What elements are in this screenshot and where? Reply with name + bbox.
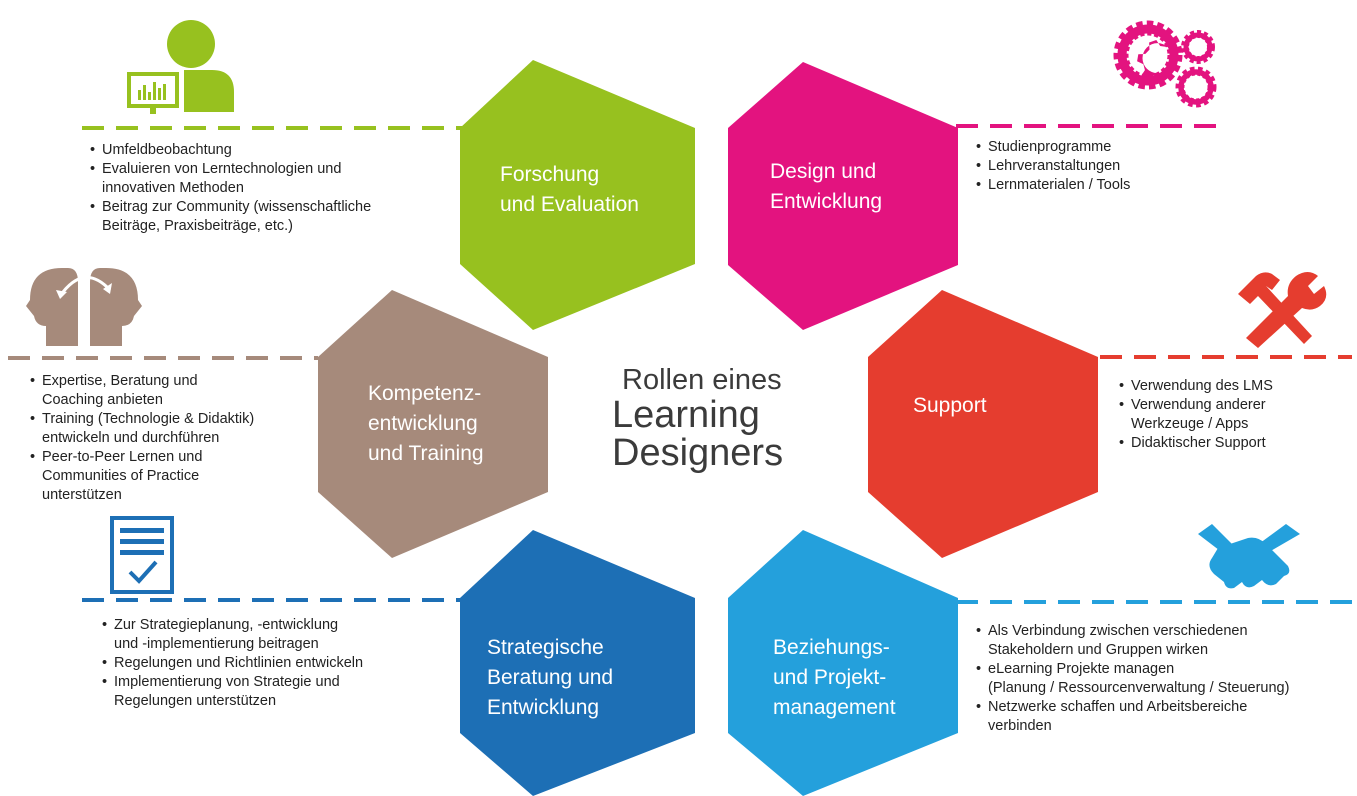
competence-list: Expertise, Beratung und Coaching anbiete…	[30, 372, 310, 505]
strategy-hexagon	[460, 530, 695, 796]
relations-hexagon	[728, 530, 958, 796]
list-item: eLearning Projekte managen (Planung / Re…	[976, 660, 1354, 698]
list-item: Studienprogramme	[976, 138, 1226, 157]
list-item: Als Verbindung zwischen verschiedenen St…	[976, 622, 1354, 660]
list-item: Verwendung anderer Werkzeuge / Apps	[1119, 396, 1349, 434]
competence-hex-label: Kompetenz- entwicklung und Training	[368, 382, 484, 465]
research-hex-label: Forschung und Evaluation	[500, 163, 639, 216]
design-hex-label: Design und Entwicklung	[770, 160, 883, 213]
relations-list: Als Verbindung zwischen verschiedenen St…	[976, 622, 1354, 736]
design-list: Studienprogramme Lehrveranstaltungen Ler…	[976, 138, 1226, 195]
list-item: Implementierung von Strategie und Regelu…	[102, 673, 457, 711]
gears-icon	[1113, 20, 1217, 108]
relations-hex-label: Beziehungs- und Projekt- management	[773, 636, 896, 719]
list-item: Expertise, Beratung und Coaching anbiete…	[30, 372, 310, 410]
list-item: Didaktischer Support	[1119, 434, 1349, 453]
person-with-chart-icon	[122, 20, 234, 114]
center-title-line1: Rollen eines	[622, 364, 782, 396]
competence-hexagon	[318, 290, 548, 558]
list-item: Lernmaterialen / Tools	[976, 176, 1226, 195]
list-item: Netzwerke schaffen und Arbeitsbereiche v…	[976, 698, 1354, 736]
list-item: Regelungen und Richtlinien entwickeln	[102, 654, 457, 673]
strategy-list: Zur Strategieplanung, -entwicklung und -…	[102, 616, 457, 711]
center-title-line2: Learning	[612, 394, 760, 436]
research-hexagon	[460, 60, 695, 330]
heads-exchange-icon	[26, 268, 142, 346]
strategy-hex-label: Strategische Beratung und Entwicklung	[487, 636, 614, 719]
design-hexagon	[728, 62, 958, 330]
center-title-line3: Designers	[612, 432, 784, 474]
hammer-wrench-icon	[1238, 272, 1327, 348]
list-item: Umfeldbeobachtung	[90, 141, 450, 160]
list-item: Training (Technologie & Didaktik) entwic…	[30, 410, 310, 448]
checklist-document-icon	[110, 516, 174, 594]
support-hexagon	[868, 290, 1098, 558]
handshake-icon	[1198, 524, 1300, 589]
support-list: Verwendung des LMS Verwendung anderer We…	[1119, 377, 1349, 453]
list-item: Beitrag zur Community (wissenschaftliche…	[90, 198, 450, 236]
list-item: Lehrveranstaltungen	[976, 157, 1226, 176]
list-item: Zur Strategieplanung, -entwicklung und -…	[102, 616, 457, 654]
list-item: Peer-to-Peer Lernen und Communities of P…	[30, 448, 310, 505]
list-item: Verwendung des LMS	[1119, 377, 1349, 396]
research-list: Umfeldbeobachtung Evaluieren von Lerntec…	[90, 141, 450, 236]
list-item: Evaluieren von Lerntechnologien und inno…	[90, 160, 450, 198]
center-title: Rollen eines Learning Designers	[612, 364, 783, 472]
support-hex-label: Support	[913, 394, 987, 417]
